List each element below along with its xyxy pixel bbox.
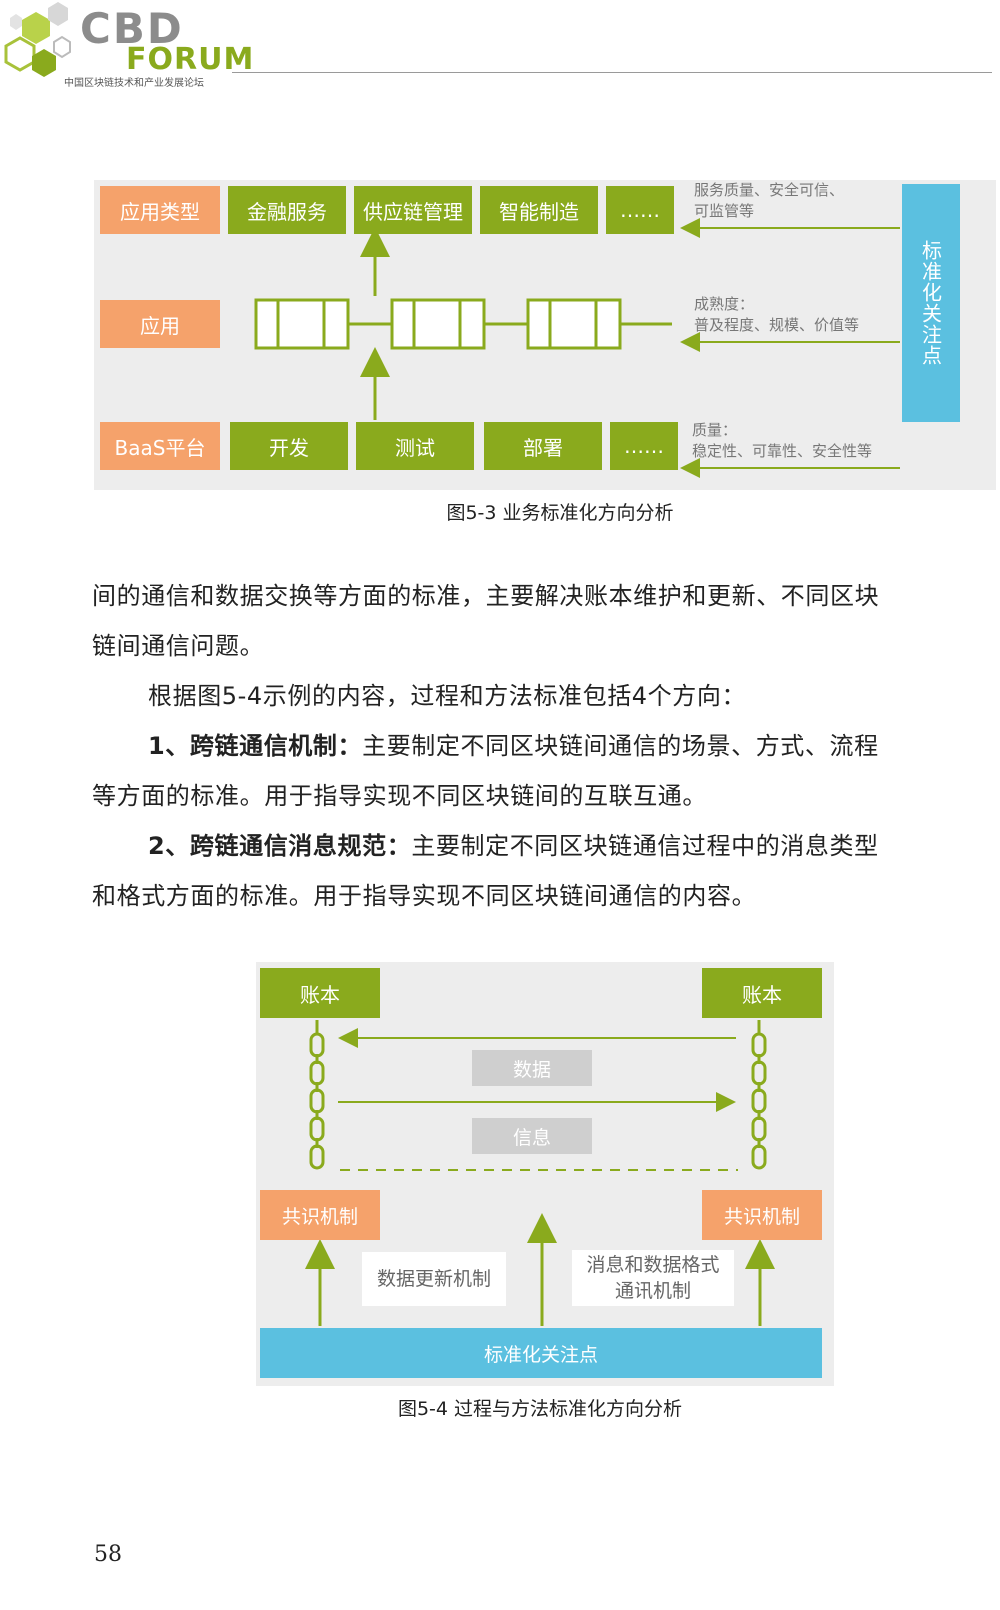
ledger-left: 账本 [260,968,380,1018]
chain-link-diagram [305,1020,775,1326]
row-label-baas: BaaS平台 [100,422,220,470]
body-line-1: 间的通信和数据交换等方面的标准，主要解决账本维护和更新、不同区块 [92,582,880,610]
note-mid: 成熟度： 普及程度、规模、价值等 [694,294,859,336]
row-label-app: 应用 [100,300,220,348]
note-mid-line-1: 成熟度： [694,295,755,313]
note-top-line-2: 可监管等 [694,202,755,220]
logo-subtitle: 中国区块链技术和产业发展论坛 [64,78,204,89]
item-2-text: 主要制定不同区块链通信过程中的消息类型 [411,832,879,860]
focus-bar: 标准化关注点 [260,1328,822,1378]
header-rule [232,72,992,73]
chain-diagram [254,218,900,478]
figure-process-standardization: 账本 账本 [256,962,834,1386]
top-item-finance: 金融服务 [228,186,346,234]
side-label-text: 标准化关注点 [918,240,943,366]
bottom-item-develop: 开发 [230,422,348,470]
data-label: 数据 [472,1050,592,1086]
bottom-item-more: …… [610,422,678,470]
body-line-3: 根据图5-4示例的内容，过程和方法标准包括4个方向： [148,682,747,710]
info-label: 信息 [472,1118,592,1154]
top-item-manufacturing: 智能制造 [480,186,598,234]
bottom-item-deploy: 部署 [484,422,602,470]
ledger-right: 账本 [702,968,822,1018]
figure-business-standardization: 应用类型 应用 BaaS平台 金融服务 供应链管理 智能制造 …… 开发 测试 … [94,180,996,490]
side-label-focus: 标准化关注点 [902,184,960,422]
body-item-2: 2、跨链通信消息规范：主要制定不同区块链通信过程中的消息类型 [148,826,879,861]
logo-cbd-text: CBD [80,4,184,53]
body-item-1-cont: 等方面的标准。用于指导实现不同区块链间的互联互通。 [92,782,707,810]
hexagon-logo-icon [4,2,71,77]
top-item-supply-chain: 供应链管理 [354,186,472,234]
body-line-2: 链间通信问题。 [92,632,265,660]
figure1-caption: 图5-3 业务标准化方向分析 [446,502,674,524]
consensus-left: 共识机制 [260,1190,380,1240]
page-number: 58 [94,1542,122,1567]
note-bottom-line-2: 稳定性、可靠性、安全性等 [692,442,873,460]
format-mechanism: 消息和数据格式 通讯机制 [572,1250,734,1306]
note-top: 服务质量、安全可信、 可监管等 [694,180,844,222]
row-label-app-type: 应用类型 [100,186,220,234]
logo-forum-text: FORUM [126,42,255,77]
figure2-caption: 图5-4 过程与方法标准化方向分析 [397,1398,683,1420]
note-bottom: 质量： 稳定性、可靠性、安全性等 [692,420,872,462]
item-1-heading: 1、跨链通信机制： [148,732,363,760]
note-bottom-line-1: 质量： [692,421,738,439]
data-update-mechanism: 数据更新机制 [362,1252,506,1306]
body-item-2-cont: 和格式方面的标准。用于指导实现不同区块链间通信的内容。 [92,882,757,910]
item-1-text: 主要制定不同区块链间通信的场景、方式、流程 [362,732,879,760]
note-mid-line-2: 普及程度、规模、价值等 [694,316,860,334]
format-mechanism-line-1: 消息和数据格式 [586,1254,720,1276]
top-item-more: …… [606,186,674,234]
body-item-1: 1、跨链通信机制：主要制定不同区块链间通信的场景、方式、流程 [148,726,879,761]
bottom-item-test: 测试 [356,422,474,470]
item-2-heading: 2、跨链通信消息规范： [148,832,412,860]
note-top-line-1: 服务质量、安全可信、 [694,181,845,199]
consensus-right: 共识机制 [702,1190,822,1240]
format-mechanism-line-2: 通讯机制 [614,1280,691,1302]
